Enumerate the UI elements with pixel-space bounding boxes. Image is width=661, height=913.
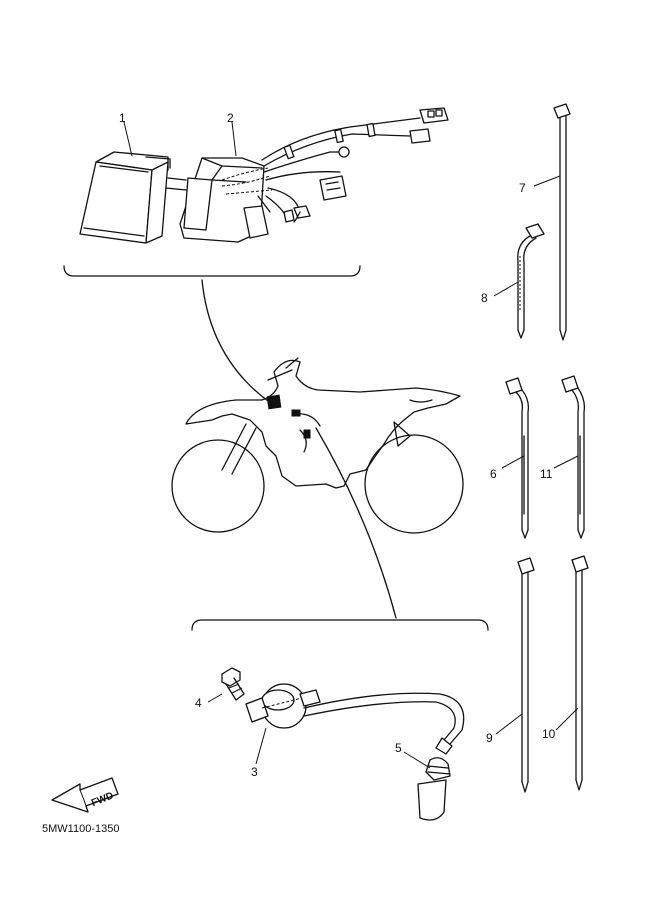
- callout-7: 7: [519, 181, 526, 195]
- callout-4: 4: [195, 696, 202, 710]
- diagram-code: 5MW1100-1350: [42, 823, 119, 835]
- callout-9: 9: [486, 731, 493, 745]
- top-group-bracket: [63, 265, 361, 277]
- cable-tie-10[interactable]: [571, 555, 589, 791]
- callout-10: 10: [542, 727, 556, 741]
- band-8[interactable]: [517, 223, 545, 339]
- wire-harness[interactable]: [165, 107, 449, 243]
- callout-8: 8: [481, 291, 488, 305]
- callout-11: 11: [540, 467, 553, 481]
- band-6[interactable]: [505, 377, 530, 539]
- leader-to-coil: [315, 427, 397, 619]
- cable-tie-9[interactable]: [517, 557, 535, 793]
- band-11[interactable]: [561, 375, 586, 539]
- ignition-coil[interactable]: [245, 683, 465, 755]
- motorcycle-silhouette: [171, 357, 464, 534]
- cable-tie-7[interactable]: [553, 103, 571, 341]
- leader-lines: [123, 121, 579, 769]
- callout-3: 3: [251, 765, 258, 779]
- bolt[interactable]: [221, 667, 245, 701]
- callout-6: 6: [490, 467, 497, 481]
- callout-5: 5: [395, 741, 402, 755]
- spark-plug-cap[interactable]: [417, 757, 451, 821]
- fwd-arrow-icon: FWD: [51, 777, 119, 813]
- bottom-group-bracket: [191, 619, 489, 631]
- cdi-unit[interactable]: [79, 151, 171, 244]
- callout-1: 1: [119, 111, 126, 125]
- callout-2: 2: [227, 111, 234, 125]
- leader-to-cdi: [201, 279, 273, 405]
